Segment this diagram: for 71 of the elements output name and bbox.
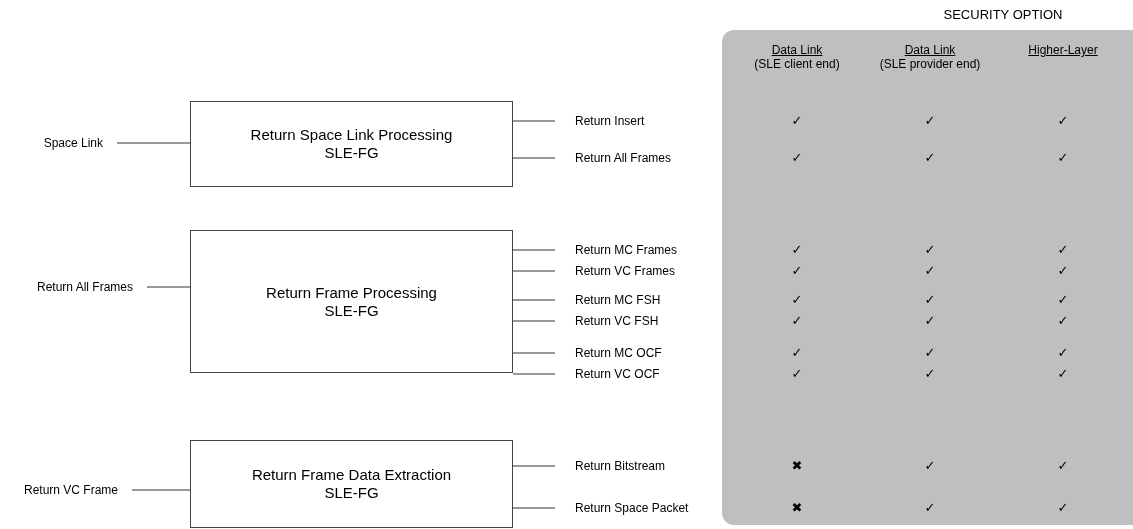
connector-line	[512, 507, 556, 509]
column-header: Data Link	[771, 43, 823, 57]
table-mark: ✓	[924, 459, 936, 473]
connector-line	[512, 270, 556, 272]
connector-line	[512, 352, 556, 354]
input-label: Space Link	[43, 135, 103, 152]
connector-line	[512, 320, 556, 322]
service-label: Return VC Frames	[575, 263, 676, 280]
input-label: Return All Frames	[36, 279, 133, 296]
box-text: SLE-FG	[324, 144, 379, 162]
service-label: Return All Frames	[575, 150, 672, 167]
table-mark: ✓	[1057, 264, 1069, 278]
service-label: Return MC Frames	[575, 242, 678, 259]
connector-line	[146, 286, 191, 288]
box-text: Return Frame Data Extraction	[251, 466, 452, 484]
table-mark: ✓	[924, 501, 936, 515]
connector-line	[512, 373, 556, 375]
table-mark: ✓	[791, 346, 803, 360]
service-label: Return Insert	[575, 113, 645, 130]
table-mark: ✓	[1057, 151, 1069, 165]
connector-line	[512, 465, 556, 467]
table-mark: ✓	[924, 367, 936, 381]
service-label: Return VC FSH	[575, 313, 659, 330]
service-label: Return Space Packet	[575, 500, 689, 517]
connector-line	[116, 142, 191, 144]
service-label: Return MC FSH	[575, 292, 661, 309]
table-mark: ✓	[1057, 114, 1069, 128]
function-box	[190, 440, 513, 528]
column-header: Higher-Layer	[1028, 43, 1098, 57]
table-mark: ✓	[1057, 459, 1069, 473]
connector-line	[512, 299, 556, 301]
table-mark: ✓	[1057, 501, 1069, 515]
table-mark: ✓	[791, 151, 803, 165]
service-label: Return VC OCF	[575, 366, 660, 383]
box-text: Return Space Link Processing	[250, 126, 453, 144]
table-mark: ✓	[924, 114, 936, 128]
service-label: Return Bitstream	[575, 458, 666, 475]
function-box	[190, 101, 513, 187]
function-box	[190, 230, 513, 373]
table-mark: ✓	[791, 293, 803, 307]
service-label: Return MC OCF	[575, 345, 662, 362]
table-mark: ✓	[1057, 293, 1069, 307]
column-group-title: SECURITY OPTION	[943, 8, 1063, 22]
table-mark: ✓	[924, 314, 936, 328]
table-mark: ✓	[924, 243, 936, 257]
table-mark: ✓	[791, 264, 803, 278]
table-mark: ✖	[791, 501, 803, 515]
table-mark: ✓	[1057, 243, 1069, 257]
table-mark: ✖	[791, 459, 803, 473]
column-subheader: (SLE provider end)	[879, 57, 981, 71]
table-mark: ✓	[1057, 314, 1069, 328]
table-mark: ✓	[1057, 367, 1069, 381]
table-mark: ✓	[791, 243, 803, 257]
connector-line	[131, 489, 191, 491]
table-mark: ✓	[924, 264, 936, 278]
column-header: Data Link	[904, 43, 956, 57]
connector-line	[512, 120, 556, 122]
table-mark: ✓	[791, 314, 803, 328]
input-label: Return VC Frame	[23, 482, 118, 499]
table-mark: ✓	[924, 346, 936, 360]
box-text: Return Frame Processing	[266, 283, 437, 302]
column-subheader: (SLE client end)	[754, 57, 840, 71]
connector-line	[512, 157, 556, 159]
table-mark: ✓	[1057, 346, 1069, 360]
box-text: SLE-FG	[324, 301, 379, 320]
table-mark: ✓	[791, 367, 803, 381]
table-mark: ✓	[924, 293, 936, 307]
box-text: SLE-FG	[324, 484, 379, 502]
table-mark: ✓	[791, 114, 803, 128]
connector-line	[512, 249, 556, 251]
table-mark: ✓	[924, 151, 936, 165]
